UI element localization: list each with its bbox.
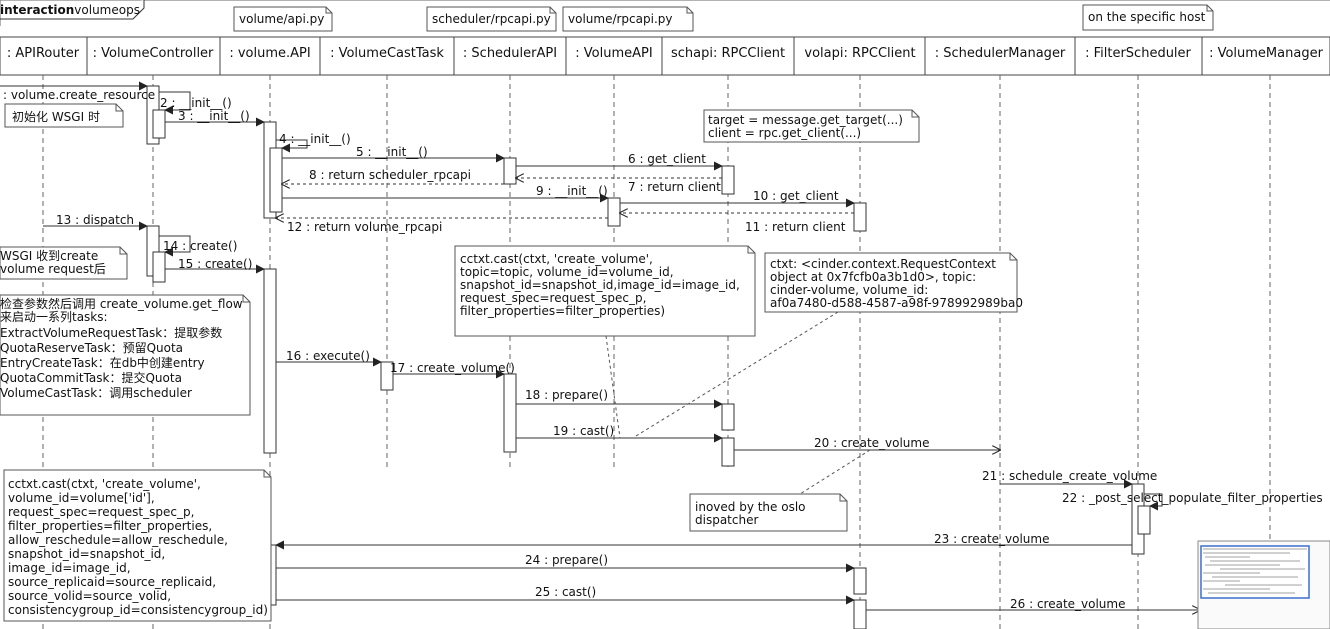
msg-22: 22 : _post_select_populate_filter_proper… — [1062, 491, 1323, 505]
frame-tab — [0, 0, 145, 20]
note-connectors — [605, 311, 871, 495]
msg-13: 13 : dispatch — [56, 213, 134, 227]
lifeline-label-volapi: volapi: RPCClient — [804, 46, 915, 61]
msg-10: 10 : get_client — [753, 189, 839, 203]
lifeline-label-volumecontroller: : VolumeController — [93, 46, 214, 61]
msg-16: 16 : execute() — [286, 349, 370, 363]
svg-text:cctxt.cast(ctxt, 'create_volum: cctxt.cast(ctxt, 'create_volume', topic=… — [460, 252, 744, 318]
svg-text:检查参数然后调用 create_volume.get_flo: 检查参数然后调用 create_volume.get_flow 来启动一系列ta… — [0, 296, 246, 400]
svg-text:cctxt.cast(ctxt, 'create_volum: cctxt.cast(ctxt, 'create_volume', volume… — [8, 477, 268, 617]
frame-title: interactionvolumeops — [0, 3, 140, 17]
lifeline-label-schapi: schapi: RPCClient — [671, 46, 785, 61]
note-scheduler-cast: cctxt.cast(ctxt, 'create_volume', topic=… — [454, 245, 756, 337]
overview-thumbnail[interactable] — [1197, 540, 1330, 629]
lifeline-label-apirouter: : APIRouter — [7, 46, 80, 61]
svg-text:target = message.get_target(..: target = message.get_target(...) client … — [708, 113, 907, 140]
svg-text:volume/api.py: volume/api.py — [239, 12, 324, 26]
lifeline-label-volumeapi: : VolumeAPI — [575, 46, 652, 61]
msg-15: 15 : create() — [178, 257, 252, 271]
svg-text:on the specific host: on the specific host — [1088, 10, 1206, 24]
msg-4: 4 : __init__() — [279, 132, 351, 146]
msg-23: 23 : create_volume — [934, 532, 1050, 546]
note-wsgi-init-text: 初始化 WSGI 时 — [12, 110, 100, 124]
msg-20: 20 : create_volume — [814, 436, 930, 450]
msg-14: 14 : create() — [163, 239, 237, 253]
lifeline-label-schedulermanager: : SchedulerManager — [935, 46, 1066, 61]
svg-text:inoved by the oslo dispa: inoved by the oslo dispatcher — [695, 500, 809, 527]
msg-24: 24 : prepare() — [525, 553, 608, 567]
frame-keyword: interaction — [0, 3, 74, 17]
msg-9: 9 : __init__() — [536, 184, 608, 198]
msg-2: 2 : __init__() — [160, 96, 232, 110]
message-labels: : volume.create_resource 2 : __init__() … — [3, 88, 1323, 611]
lifeline-headers: : APIRouter : VolumeController : volume.… — [0, 36, 1330, 76]
note-create-flow: 检查参数然后调用 create_volume.get_flow 来启动一系列ta… — [0, 294, 251, 416]
svg-text:scheduler/rpcapi.py: scheduler/rpcapi.py — [432, 12, 551, 26]
svg-text:volume/rpcapi.py: volume/rpcapi.py — [568, 12, 672, 26]
file-tag-specific-host: on the specific host — [1082, 4, 1214, 31]
msg-5: 5 : __init__() — [356, 145, 428, 159]
msg-1: : volume.create_resource — [3, 88, 155, 102]
msg-17: 17 : create_volume() — [390, 361, 515, 375]
lifeline-label-volume-api: : volume.API — [229, 46, 310, 61]
note-request-context: ctxt: <cinder.context.RequestContext obj… — [764, 252, 1023, 313]
lifeline-label-volumemanager: : VolumeManager — [1209, 46, 1324, 61]
msg-6: 6 : get_client — [628, 152, 706, 166]
note-wsgi-init: 初始化 WSGI 时 — [4, 103, 124, 128]
frame-name: volumeops — [74, 3, 140, 17]
msg-18: 18 : prepare() — [525, 388, 608, 402]
msg-21: 21 : schedule_create_volume — [982, 469, 1157, 483]
msg-25: 25 : cast() — [535, 585, 596, 599]
svg-text:WSGI 收到create volume req: WSGI 收到create volume request后 — [0, 249, 106, 276]
file-tag-scheduler-rpcapi: scheduler/rpcapi.py — [426, 6, 557, 32]
note-volume-cast: cctxt.cast(ctxt, 'create_volume', volume… — [3, 469, 272, 622]
msg-11: 11 : return client — [745, 220, 846, 234]
lifeline-label-filterscheduler: : FilterScheduler — [1085, 46, 1191, 61]
msg-3: 3 : __init__() — [178, 109, 250, 123]
file-tag-volume-rpcapi: volume/rpcapi.py — [562, 6, 694, 32]
msg-7: 7 : return client — [628, 180, 721, 194]
msg-8: 8 : return scheduler_rpcapi — [309, 168, 471, 182]
msg-19: 19 : cast() — [553, 424, 614, 438]
msg-12: 12 : return volume_rpcapi — [287, 220, 442, 234]
lifeline-label-volumecasttask: : VolumeCastTask — [330, 46, 444, 61]
note-wsgi-receive: WSGI 收到create volume request后 — [0, 246, 128, 280]
note-get-target: target = message.get_target(...) client … — [703, 109, 920, 143]
note-oslo-dispatcher: inoved by the oslo dispatcher — [689, 493, 848, 532]
msg-26: 26 : create_volume — [1010, 597, 1126, 611]
lifeline-label-schedulerapi: : SchedulerAPI — [463, 46, 557, 61]
activation-bars — [146, 85, 1151, 629]
file-tag-volume-api: volume/api.py — [233, 6, 333, 32]
svg-text:ctxt: <cinder.context.RequestC: ctxt: <cinder.context.RequestContext obj… — [770, 257, 1023, 310]
